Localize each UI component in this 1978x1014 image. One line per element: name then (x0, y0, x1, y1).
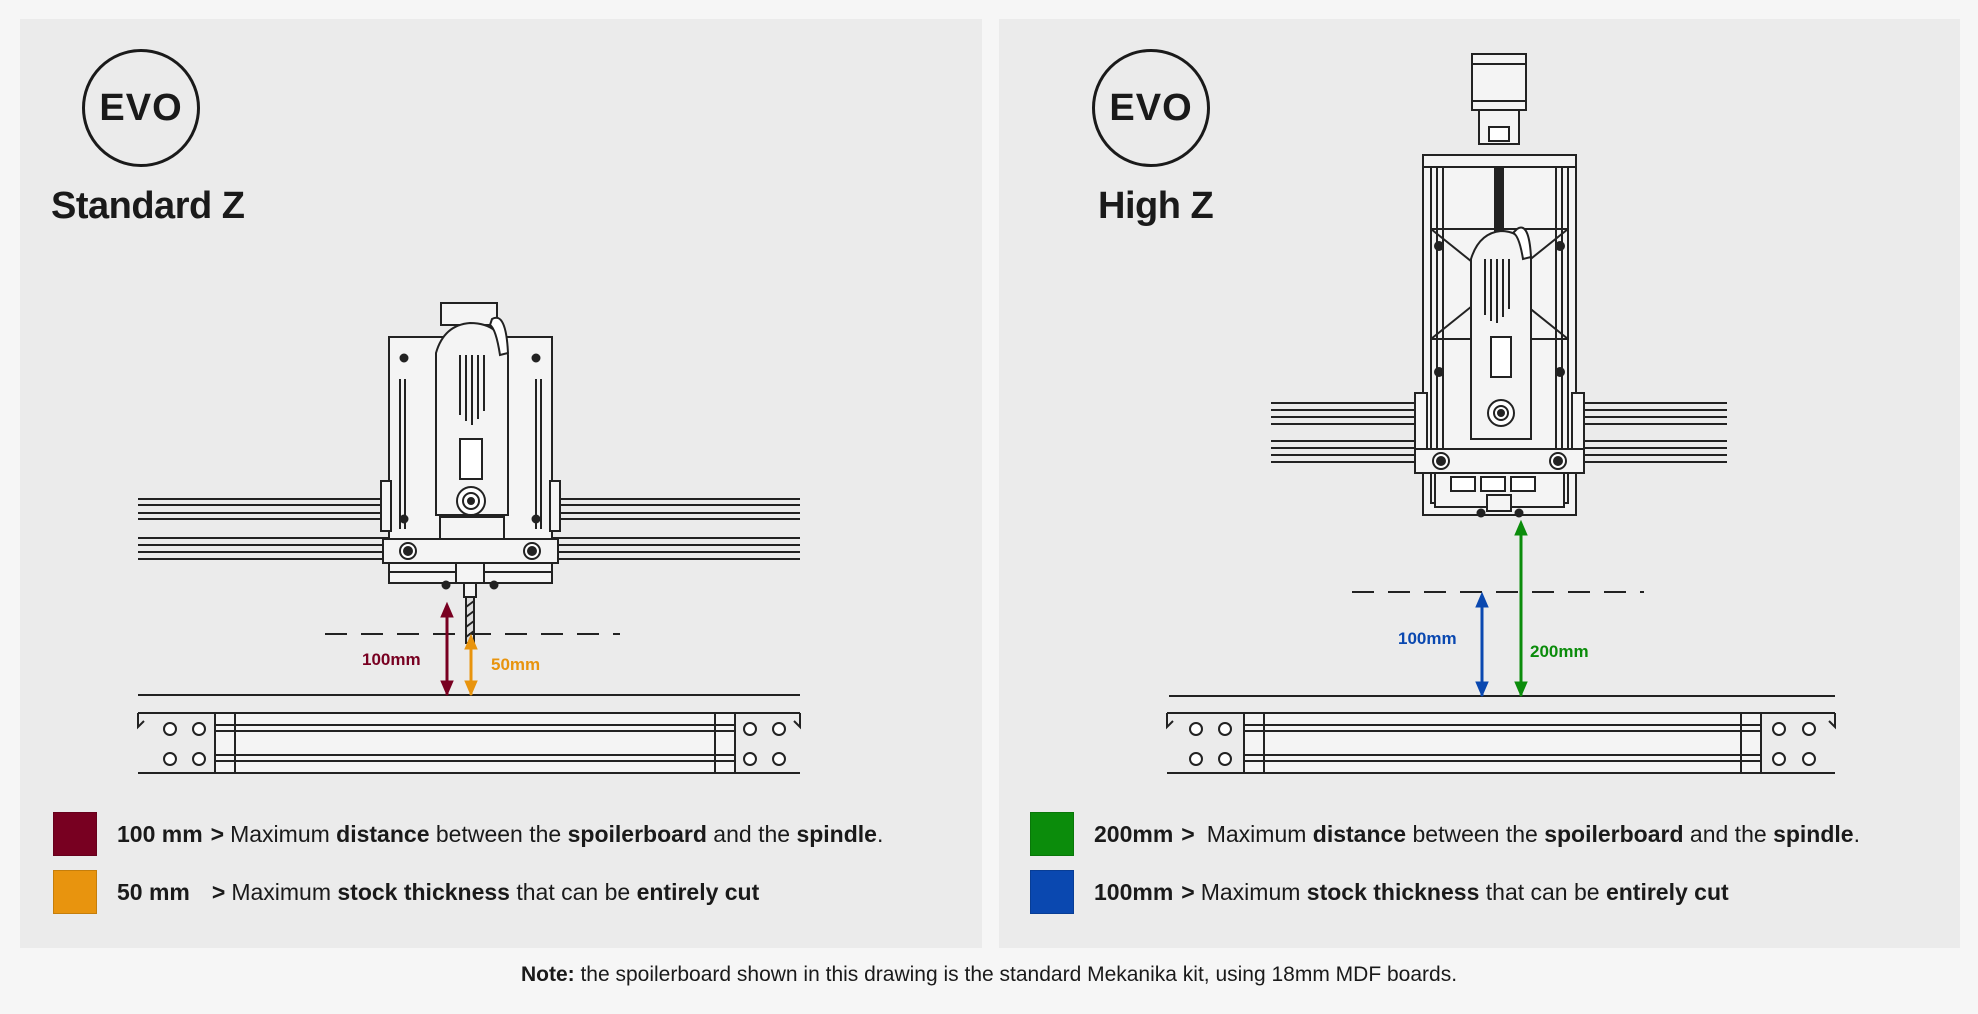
legend-description: Maximum stock thickness that can be enti… (231, 878, 760, 905)
legend-separator: > (211, 878, 226, 905)
legend-key: 200mm (1094, 820, 1174, 847)
z-lower-carriage (1414, 448, 1585, 518)
dimension-label-50mm: 50mm (491, 655, 540, 674)
panel-title: High Z (1098, 185, 1214, 227)
legend-separator: > (1181, 820, 1195, 847)
legend-row-stock: 50 mm > Maximum stock thickness that can… (53, 870, 759, 914)
legend-row-distance: 100 mm > Maximum distance between the sp… (53, 812, 883, 856)
legend-key: 50 mm (117, 878, 190, 905)
legend-swatch-blue (1030, 870, 1074, 914)
legend-description: Maximum stock thickness that can be enti… (1200, 878, 1729, 905)
panel-high-z: 100mm 200mm EVO High Z 200mm > Maximum d… (999, 19, 1960, 948)
legend-separator: > (210, 820, 225, 847)
dimension-label-200mm: 200mm (1530, 642, 1589, 661)
legend-swatch-orange (53, 870, 97, 914)
legend-key: 100 mm (117, 820, 203, 847)
note-label: Note: (520, 963, 575, 986)
legend-separator: > (1181, 878, 1195, 905)
panel-standard-z: 100mm 50mm EVO Standard Z 100 mm > Maxim… (20, 19, 982, 948)
legend-row-distance: 200mm > Maximum distance between the spo… (1030, 812, 1860, 856)
dimension-label-100mm: 100mm (1398, 629, 1457, 648)
legend-key: 100mm (1094, 878, 1174, 905)
high-z-drawing: 100mm 200mm (1166, 53, 1836, 774)
dimension-arrow-50mm (464, 633, 478, 697)
note-text: the spoilerboard shown in this drawing i… (574, 963, 1458, 986)
dimension-label-100mm: 100mm (362, 650, 421, 669)
panel-title: Standard Z (51, 185, 245, 227)
spoilerboard-bolts (1189, 722, 1816, 766)
dimension-arrow-100mm (440, 601, 454, 697)
spindle (1470, 226, 1533, 440)
spoilerboard-bolts (163, 722, 786, 766)
dimension-arrow-100mm (1475, 591, 1489, 698)
footnote: Note: the spoilerboard shown in this dra… (0, 963, 1978, 987)
stepper-motor (1471, 53, 1527, 145)
legend-row-stock: 100mm > Maximum stock thickness that can… (1030, 870, 1729, 914)
spoilerboard (1166, 695, 1836, 774)
standard-z-drawing: 100mm 50mm (137, 302, 801, 774)
spindle (435, 302, 510, 644)
legend-swatch-green (1030, 812, 1074, 856)
evo-logo: EVO (82, 49, 200, 167)
dimension-arrow-200mm (1514, 519, 1528, 698)
evo-logo: EVO (1092, 49, 1210, 167)
spoilerboard (137, 694, 801, 774)
legend-description: Maximum distance between the spoilerboar… (1206, 820, 1860, 847)
legend-description: Maximum distance between the spoilerboar… (230, 820, 884, 847)
legend-swatch-maroon (53, 812, 97, 856)
